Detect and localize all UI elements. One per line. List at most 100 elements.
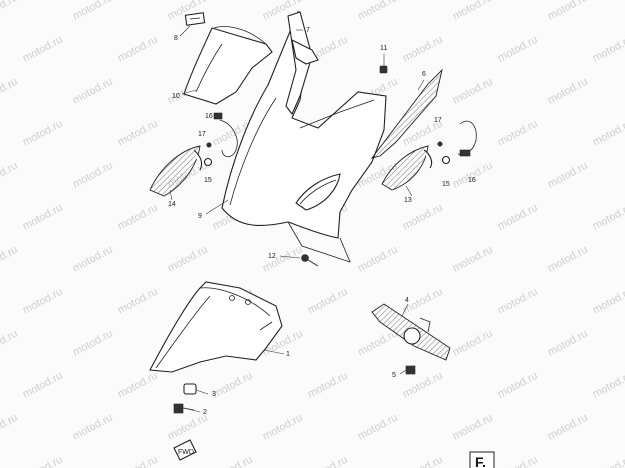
- watermark-text: motod.ru: [451, 160, 495, 191]
- callout-labels: 8 7 10 11 6 16 17 15 14 9 17 15 16 13 12…: [168, 27, 476, 416]
- callout-12: 12: [268, 253, 276, 260]
- watermark-text: motod.ru: [71, 0, 115, 23]
- watermark-text: motod.ru: [451, 328, 495, 359]
- watermark-text: motod.ru: [496, 34, 540, 65]
- watermark-text: motod.ru: [116, 286, 160, 317]
- watermark-text: motod.ru: [546, 76, 590, 107]
- watermark-text: motod.ru: [21, 118, 65, 149]
- right-bulb-part-15: [441, 155, 451, 165]
- callout-14: 14: [168, 201, 176, 208]
- watermark-text: motod.ru: [591, 118, 625, 149]
- watermark-text: motod.ru: [591, 370, 625, 401]
- bolt-part-2: [173, 403, 195, 414]
- bracket-part-4: [371, 303, 451, 361]
- watermark-text: motod.ru: [0, 244, 20, 275]
- watermark-text: motod.ru: [21, 34, 65, 65]
- watermark-text: motod.ru: [166, 412, 210, 443]
- fwd-label: FWD: [178, 449, 194, 456]
- callout-11: 11: [380, 45, 387, 52]
- watermark-text: motod.ru: [116, 454, 160, 468]
- grommet-part-11: [379, 65, 388, 74]
- watermark-text: motod.ru: [0, 412, 20, 443]
- watermark-text: motod.ru: [0, 76, 20, 107]
- upper-panel-part-10: [183, 26, 273, 105]
- watermark-text: motod.ru: [591, 286, 625, 317]
- watermark-text: motod.ru: [306, 370, 350, 401]
- badge-part-8: [184, 12, 206, 26]
- watermark-text: motod.ru: [451, 244, 495, 275]
- watermark-text: motod.ru: [496, 118, 540, 149]
- section-label-text: F.: [475, 454, 486, 468]
- watermark-text: motod.ru: [496, 286, 540, 317]
- watermark-text: motod.ru: [451, 0, 495, 23]
- collar-part-3: [183, 383, 197, 395]
- watermark-text: motod.ru: [451, 76, 495, 107]
- watermark-text: motod.ru: [71, 160, 115, 191]
- watermark-text: motod.ru: [306, 286, 350, 317]
- watermark-text: motod.ru: [591, 34, 625, 65]
- callout-17-left: 17: [198, 131, 206, 138]
- watermark-text: motod.ru: [71, 244, 115, 275]
- leader-lines: [169, 25, 425, 413]
- watermark-text: motod.ru: [116, 202, 160, 233]
- callout-16-right: 16: [468, 177, 476, 184]
- watermark-text: motod.ru: [211, 454, 255, 468]
- right-screw-part-17: [437, 141, 443, 147]
- watermark-text: motod.ru: [116, 118, 160, 149]
- watermark-text: motod.ru: [356, 328, 400, 359]
- watermark-text: motod.ru: [451, 412, 495, 443]
- left-socket-wire-part-16: [213, 112, 238, 158]
- watermark-text: motod.ru: [401, 370, 445, 401]
- callout-1: 1: [286, 351, 290, 358]
- watermark-text: motod.ru: [591, 454, 625, 468]
- watermark-text: motod.ru: [0, 328, 20, 359]
- callout-2: 2: [203, 409, 207, 416]
- watermark-text: motod.ru: [496, 202, 540, 233]
- watermark-text: motod.ru: [211, 370, 255, 401]
- watermark-text: motod.ru: [0, 0, 20, 23]
- callout-15-right: 15: [442, 181, 450, 188]
- watermark-text: motod.ru: [356, 412, 400, 443]
- watermark-text: motod.ru: [116, 34, 160, 65]
- fwd-arrow-icon: FWD: [173, 439, 197, 461]
- left-turn-signal-part-14: [149, 145, 203, 197]
- watermark-text: motod.ru: [71, 76, 115, 107]
- watermark-text: motod.ru: [546, 160, 590, 191]
- watermark-text: motod.ru: [261, 412, 305, 443]
- watermark-text: motod.ru: [496, 370, 540, 401]
- callout-16-left: 16: [205, 113, 213, 120]
- left-screw-part-17: [206, 142, 212, 148]
- section-label: F.: [469, 451, 495, 468]
- right-socket-wire-part-16: [457, 120, 477, 157]
- watermark-text: motod.ru: [546, 412, 590, 443]
- callout-7: 7: [306, 27, 310, 34]
- watermark-text: motod.ru: [306, 454, 350, 468]
- watermark-text: motod.ru: [356, 244, 400, 275]
- watermark-text: motod.ru: [71, 328, 115, 359]
- watermark-text: motod.ru: [21, 202, 65, 233]
- bolt-part-5: [405, 365, 416, 375]
- callout-15-left: 15: [204, 177, 212, 184]
- callout-10: 10: [172, 93, 180, 100]
- callout-17-right: 17: [434, 117, 442, 124]
- upper-cover-part-7: [285, 11, 319, 116]
- watermark-text: motod.ru: [21, 286, 65, 317]
- front-cover-part-9: [221, 10, 387, 263]
- watermark-text: motod.ru: [116, 370, 160, 401]
- watermark-text: motod.ru: [546, 328, 590, 359]
- callout-5: 5: [392, 372, 396, 379]
- watermark-text: motod.ru: [546, 0, 590, 23]
- watermark-text: motod.ru: [401, 202, 445, 233]
- watermark-text: motod.ru: [591, 202, 625, 233]
- watermark-text: motod.ru: [21, 370, 65, 401]
- left-bulb-part-15: [203, 157, 213, 167]
- watermark-text: motod.ru: [71, 412, 115, 443]
- side-plate-part-6: [370, 68, 443, 159]
- callout-13: 13: [404, 197, 412, 204]
- watermark-text: motod.ru: [401, 34, 445, 65]
- watermark-text: motod.ru: [0, 160, 20, 191]
- watermark-text: motod.ru: [21, 454, 65, 468]
